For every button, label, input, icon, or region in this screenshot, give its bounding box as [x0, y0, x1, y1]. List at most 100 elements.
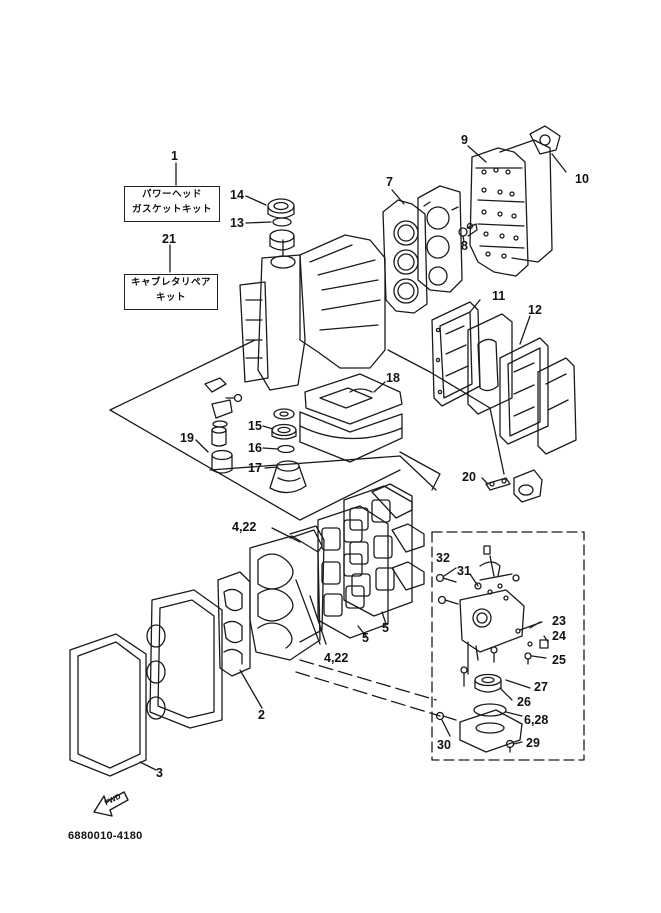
kit-1-label-box: パワーヘッド ガスケットキット — [124, 186, 220, 222]
o-ring-part-16 — [277, 444, 295, 454]
kit-21-line-2: キット — [155, 292, 186, 303]
leader-17 — [264, 466, 278, 469]
screw-part-32 — [435, 573, 457, 583]
intake-manifold-part-4-22 — [249, 529, 323, 661]
callout-8: 8 — [461, 239, 468, 253]
leader-3 — [139, 761, 157, 771]
cylinder-head — [417, 185, 463, 293]
leader-27 — [523, 685, 531, 689]
leader-30 — [441, 719, 451, 737]
kit-21-label-box: キャブレタリペア キット — [124, 274, 218, 310]
bolt-part-8 — [458, 222, 478, 237]
plug-part-25 — [524, 652, 532, 665]
callout-18: 18 — [386, 371, 400, 385]
callout-12: 12 — [528, 303, 542, 317]
exhaust-plate — [467, 313, 513, 415]
gasket-ring-part-6-28 — [473, 703, 507, 717]
leader-15 — [262, 425, 274, 430]
leader-5b — [381, 611, 387, 625]
outline-region-lower — [209, 455, 437, 491]
callout-27: 27 — [534, 680, 548, 694]
leader-9 — [467, 145, 487, 163]
callout-16: 16 — [248, 441, 262, 455]
leader-26 — [499, 687, 513, 701]
leader-6-28 — [505, 711, 523, 717]
leader-12 — [519, 315, 531, 345]
leader-19 — [195, 439, 209, 453]
callout-9: 9 — [461, 133, 468, 147]
leader-4-22b — [295, 579, 321, 645]
callout-25: 25 — [552, 653, 566, 667]
leader-14 — [245, 195, 267, 206]
cap-part-19 — [211, 426, 233, 474]
leader-11 — [469, 299, 481, 313]
leader-8 — [462, 235, 465, 243]
leader-2 — [239, 669, 263, 709]
o-ring-part-13 — [272, 217, 292, 227]
gasket-part-22 — [289, 525, 325, 643]
head-gasket-part-7 — [382, 199, 428, 314]
base-gasket-part-18 — [304, 373, 403, 425]
callout-23: 23 — [552, 614, 566, 628]
leader-32 — [443, 567, 457, 577]
oil-seal-part-14 — [267, 198, 295, 219]
carburetor-linkage — [479, 545, 520, 601]
leader-4-22a — [271, 527, 301, 543]
outline-region-right — [387, 349, 505, 475]
callout-4-22-lower: 4,22 — [324, 651, 349, 665]
callout-15: 15 — [248, 419, 262, 433]
callout-3: 3 — [156, 766, 163, 780]
bearing-housing-part-17 — [269, 460, 307, 494]
leader-18 — [373, 381, 386, 393]
callout-24: 24 — [552, 629, 566, 643]
callout-17: 17 — [248, 461, 262, 475]
callout-32: 32 — [436, 551, 450, 565]
callout-19: 19 — [180, 431, 194, 445]
outline-region-tip — [399, 451, 441, 491]
float-chamber — [459, 709, 523, 753]
head-cover-gasket-part-9 — [469, 147, 529, 277]
callout-5-right: 5 — [382, 621, 389, 635]
float-part-26 — [474, 673, 502, 693]
leader-23 — [529, 621, 541, 629]
reed-valve-stack-part-5b — [343, 485, 413, 617]
callout-10: 10 — [575, 172, 589, 186]
carburetor-detail-box — [431, 531, 585, 761]
callout-31: 31 — [457, 564, 471, 578]
callout-14: 14 — [230, 188, 244, 202]
callout-13: 13 — [230, 216, 244, 230]
callout-11: 11 — [492, 289, 506, 303]
leader-20 — [481, 477, 489, 485]
callout-2: 2 — [258, 708, 265, 722]
leader-25 — [531, 655, 547, 659]
leader-10 — [551, 153, 567, 173]
callout-7: 7 — [386, 175, 393, 189]
oil-seal-part-15 — [271, 423, 297, 440]
leader-29 — [513, 741, 523, 745]
callout-5-left: 5 — [362, 631, 369, 645]
callout-26: 26 — [517, 695, 531, 709]
screw-part-31 — [437, 582, 482, 605]
kit-21-number: 21 — [162, 232, 176, 246]
cylinder-block — [239, 234, 386, 391]
upper-casing — [299, 411, 403, 463]
callout-20: 20 — [462, 470, 476, 484]
bearing-part-upper-15 — [273, 408, 295, 420]
bracket-fitting — [204, 377, 243, 403]
kit-21-line-1: キャブレタリペア — [130, 277, 211, 288]
intake-silencer-cover — [146, 589, 223, 729]
leader-4-22c — [309, 595, 327, 645]
bearing-part — [269, 229, 295, 251]
needle-part-27 — [505, 679, 525, 687]
reed-valve-stack-part-5a — [317, 505, 389, 639]
forward-arrow-icon — [93, 791, 129, 817]
exhaust-gasket-part-11 — [431, 301, 481, 407]
leader-16 — [262, 447, 279, 450]
spring-part-24 — [527, 639, 549, 649]
outline-region-upper — [109, 339, 401, 521]
leader-31 — [469, 573, 479, 587]
callout-6-28: 6,28 — [524, 713, 549, 727]
leader-5a — [357, 625, 367, 637]
gasket-part-2 — [217, 571, 251, 677]
